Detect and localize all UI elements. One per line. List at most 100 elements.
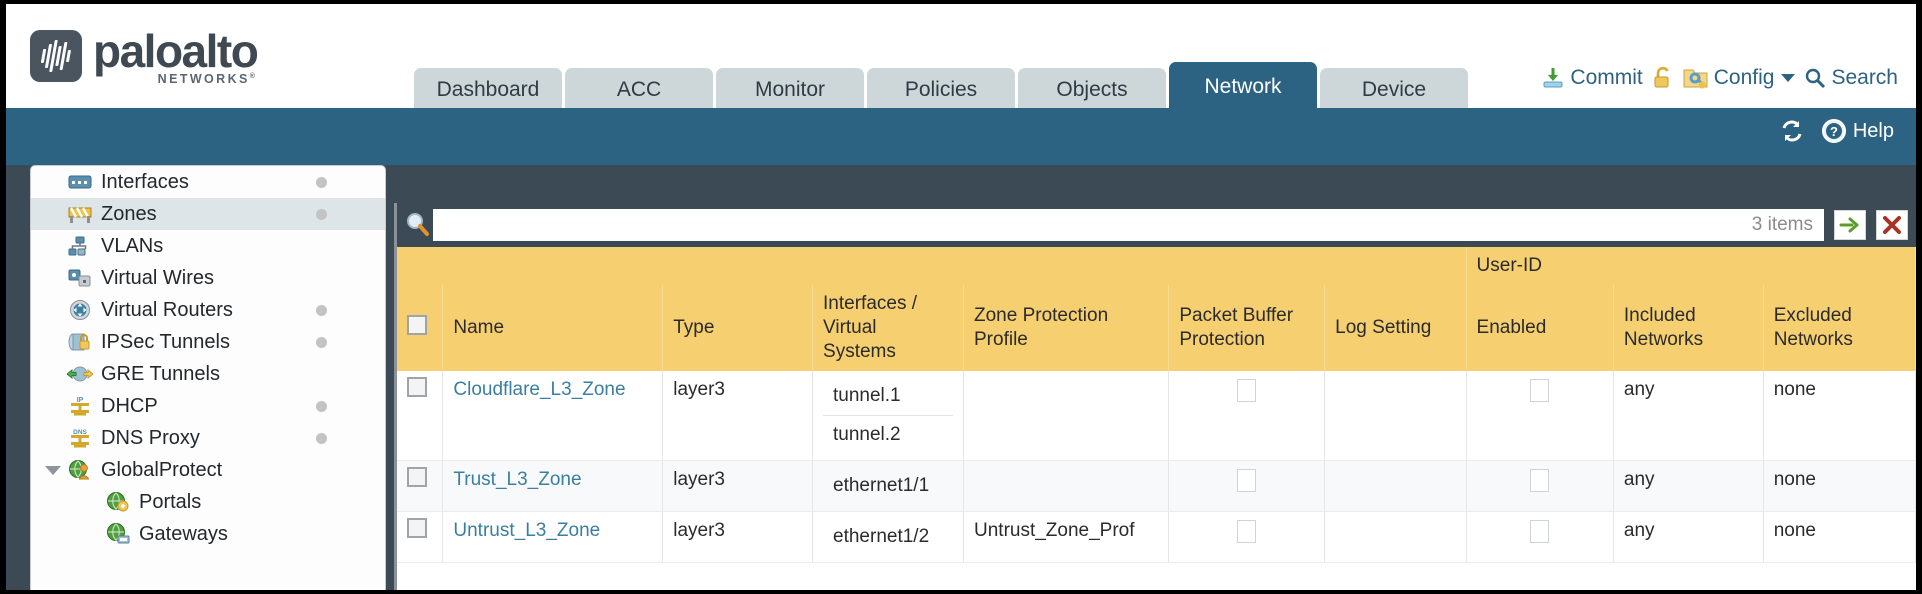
filter-search-icon[interactable]	[403, 210, 433, 240]
lock-button[interactable]	[1652, 66, 1674, 90]
packet-buffer-protection-checkbox[interactable]	[1237, 469, 1257, 492]
tab-dashboard[interactable]: Dashboard	[414, 68, 562, 111]
interface-entry: tunnel.2	[833, 424, 901, 445]
cell-name: Trust_L3_Zone	[442, 460, 664, 512]
cell-interfaces: ethernet1/1	[812, 460, 964, 512]
search-label: Search	[1831, 66, 1898, 89]
help-label: Help	[1852, 119, 1894, 142]
paloalto-logo-mark-icon	[30, 30, 82, 82]
tab-acc[interactable]: ACC	[565, 68, 713, 111]
unlock-icon	[1654, 66, 1669, 88]
column-header-type[interactable]: Type	[662, 285, 814, 371]
sidebar-item-dhcp[interactable]: IP DHCP	[31, 390, 385, 422]
sidebar-item-interfaces[interactable]: Interfaces	[31, 166, 385, 198]
interface-entry: tunnel.1	[823, 377, 953, 416]
status-dot	[316, 208, 327, 220]
column-header-zone-protection-profile[interactable]: Zone Protection Profile	[963, 285, 1170, 371]
select-all-header	[397, 285, 444, 371]
column-header-excluded-networks[interactable]: Excluded Networks	[1763, 285, 1916, 371]
main-body: Interfaces Zones VLANs Vir	[6, 165, 1916, 590]
clear-filter-button[interactable]	[1876, 210, 1908, 240]
select-all-checkbox[interactable]	[407, 314, 427, 335]
virtual-routers-icon	[67, 299, 93, 321]
sidebar-item-gateways[interactable]: Gateways	[31, 518, 385, 550]
apply-filter-button[interactable]	[1834, 210, 1866, 240]
cell-included-networks: any	[1613, 371, 1764, 461]
help-link[interactable]: ? Help	[1821, 118, 1894, 144]
column-header-included-networks[interactable]: Included Networks	[1613, 285, 1764, 371]
sidebar-item-portals[interactable]: Portals	[31, 486, 385, 518]
column-header-interfaces[interactable]: Interfaces / Virtual Systems	[812, 285, 964, 371]
refresh-icon	[1782, 120, 1802, 142]
expand-collapse-caret-icon[interactable]	[45, 465, 61, 475]
sidebar-item-label: DNS Proxy	[101, 426, 200, 449]
group-header-userid: User-ID	[1466, 247, 1916, 285]
cell-included-networks: any	[1613, 460, 1764, 512]
gateways-icon	[105, 523, 131, 545]
config-menu[interactable]: Config	[1683, 66, 1796, 90]
search-bar: 3 items	[397, 203, 1916, 247]
zone-name-link[interactable]: Untrust_L3_Zone	[453, 520, 601, 541]
search-input[interactable]: 3 items	[433, 209, 1824, 241]
sidebar-item-label: GRE Tunnels	[101, 362, 220, 385]
sidebar-item-virtual-routers[interactable]: Virtual Routers	[31, 294, 385, 326]
cell-included-networks: any	[1613, 511, 1764, 563]
status-dot	[316, 432, 327, 444]
search-icon	[1806, 68, 1826, 89]
packet-buffer-protection-checkbox[interactable]	[1237, 520, 1257, 543]
main-tab-bar: Dashboard ACC Monitor Policies Objects N…	[414, 62, 1471, 111]
red-x-icon	[1883, 216, 1901, 234]
cell-type: layer3	[662, 371, 814, 461]
row-select-cell	[397, 511, 444, 563]
sidebar-item-label: Gateways	[139, 522, 228, 545]
sidebar-item-label: Zones	[101, 202, 157, 225]
row-checkbox[interactable]	[407, 518, 427, 538]
table-row[interactable]: Trust_L3_Zone layer3 ethernet1/1 any non…	[397, 460, 1916, 512]
sidebar-item-label: Virtual Routers	[101, 298, 233, 321]
sidebar-item-zones[interactable]: Zones	[31, 198, 385, 230]
userid-enabled-checkbox[interactable]	[1530, 469, 1550, 492]
sidebar-item-globalprotect[interactable]: GlobalProtect	[31, 454, 385, 486]
table-row[interactable]: Cloudflare_L3_Zone layer3 tunnel.1 tunne…	[397, 371, 1916, 461]
sidebar-item-virtual-wires[interactable]: Virtual Wires	[31, 262, 385, 294]
zones-table: User-ID Name Type Interfaces / Virtual S…	[397, 247, 1916, 563]
cell-name: Untrust_L3_Zone	[442, 511, 664, 563]
status-dot	[316, 336, 327, 348]
sidebar-item-vlans[interactable]: VLANs	[31, 230, 385, 262]
userid-enabled-checkbox[interactable]	[1530, 379, 1550, 402]
zone-name-link[interactable]: Trust_L3_Zone	[453, 469, 582, 490]
column-header-log-setting[interactable]: Log Setting	[1324, 285, 1467, 371]
cell-userid-enabled	[1466, 460, 1614, 512]
group-header-spacer	[397, 247, 1467, 285]
row-checkbox[interactable]	[407, 377, 427, 397]
column-header-packet-buffer-protection[interactable]: Packet Buffer Protection	[1168, 285, 1326, 371]
search-button[interactable]: Search	[1804, 66, 1898, 90]
status-dot	[316, 400, 327, 412]
cell-log-setting	[1324, 511, 1467, 563]
column-header-name[interactable]: Name	[442, 285, 664, 371]
sub-toolbar: ? Help	[6, 108, 1916, 165]
sidebar-item-gre-tunnels[interactable]: GRE Tunnels	[31, 358, 385, 390]
table-row[interactable]: Untrust_L3_Zone layer3 ethernet1/2 Untru…	[397, 511, 1916, 563]
tab-device[interactable]: Device	[1320, 68, 1468, 111]
zone-name-link[interactable]: Cloudflare_L3_Zone	[453, 379, 626, 400]
globalprotect-icon	[67, 459, 93, 481]
userid-enabled-checkbox[interactable]	[1530, 520, 1550, 543]
header-actions: Commit Config	[1541, 66, 1898, 90]
packet-buffer-protection-checkbox[interactable]	[1237, 379, 1257, 402]
row-checkbox[interactable]	[407, 467, 427, 487]
dns-proxy-icon: DNS	[67, 427, 93, 449]
tab-policies[interactable]: Policies	[867, 68, 1015, 111]
sidebar-item-dns-proxy[interactable]: DNS DNS Proxy	[31, 422, 385, 454]
commit-button[interactable]: Commit	[1541, 66, 1643, 90]
tab-network[interactable]: Network	[1169, 62, 1317, 111]
zones-panel: 3 items	[394, 203, 1916, 590]
cell-name: Cloudflare_L3_Zone	[442, 371, 664, 461]
dhcp-icon: IP	[67, 395, 93, 417]
config-icon	[1683, 69, 1708, 89]
refresh-button[interactable]	[1779, 119, 1805, 143]
sidebar-item-ipsec-tunnels[interactable]: IPSec Tunnels	[31, 326, 385, 358]
tab-objects[interactable]: Objects	[1018, 68, 1166, 111]
column-header-enabled[interactable]: Enabled	[1466, 285, 1614, 371]
tab-monitor[interactable]: Monitor	[716, 68, 864, 111]
